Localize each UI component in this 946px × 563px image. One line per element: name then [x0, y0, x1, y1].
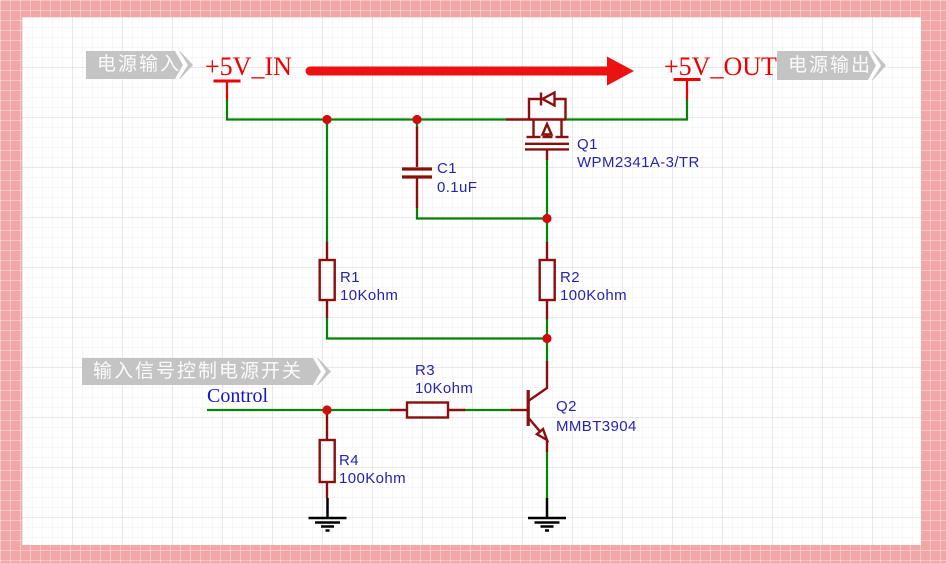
q2-emitter — [528, 417, 541, 433]
wire-vout-rail — [566, 100, 689, 121]
r1-resistor-symbol[interactable] — [318, 242, 336, 318]
r3-ref-label[interactable]: R3 — [415, 362, 435, 379]
callout-control-note-label: 输入信号控制电源开关 — [93, 361, 304, 382]
callout-power-input-label: 电源输入 — [97, 54, 182, 75]
r4-value-label[interactable]: 100Kohm — [339, 470, 407, 487]
gnd-symbol-r4[interactable] — [308, 498, 347, 532]
r1-ref-label[interactable]: R1 — [340, 269, 360, 286]
q1-ref-label[interactable]: Q1 — [577, 136, 598, 153]
c1-value-label[interactable]: 0.1uF — [437, 179, 478, 196]
q2-ref-label[interactable]: Q2 — [556, 398, 577, 415]
q1-body-diode — [539, 90, 556, 108]
r4-resistor-symbol[interactable] — [318, 411, 336, 498]
r3-resistor-symbol[interactable] — [390, 401, 465, 419]
callout-power-output[interactable]: 电源输出 — [777, 51, 886, 80]
callout-power-input[interactable]: 电源输入 — [86, 51, 193, 79]
power-flow-arrow-icon[interactable] — [305, 56, 634, 86]
schematic-sheet-grid — [22, 17, 921, 545]
r2-resistor-symbol[interactable] — [538, 242, 556, 319]
wire-vin-rail — [225, 100, 506, 121]
q2-collector — [528, 361, 549, 402]
r4-ref-label[interactable]: R4 — [339, 452, 359, 469]
vin-power-flag-icon[interactable] — [213, 79, 241, 101]
net-label-vout[interactable]: +5V_OUT — [664, 52, 777, 81]
q2-emitter-arrow — [534, 426, 550, 443]
callout-power-output-label: 电源输出 — [788, 55, 873, 76]
r2-ref-label[interactable]: R2 — [560, 269, 580, 286]
q2-value-label[interactable]: MMBT3904 — [556, 418, 637, 435]
net-label-control[interactable]: Control — [207, 385, 269, 407]
r3-value-label[interactable]: 10Kohm — [415, 380, 474, 397]
q1-substrate-arrow — [540, 120, 554, 136]
vout-power-flag-icon[interactable] — [673, 78, 701, 102]
gnd-symbol-q2[interactable] — [528, 498, 566, 532]
c1-ref-label[interactable]: C1 — [437, 160, 457, 177]
c1-capacitor-symbol[interactable] — [402, 127, 432, 208]
q1-pmosfet-symbol[interactable] — [506, 90, 569, 161]
r1-value-label[interactable]: 10Kohm — [340, 287, 399, 304]
q1-value-label[interactable]: WPM2341A-3/TR — [577, 154, 700, 171]
junction-dots — [322, 114, 552, 415]
q2-npn-symbol[interactable] — [511, 361, 550, 452]
r2-value-label[interactable]: 100Kohm — [560, 287, 628, 304]
wire-c1-bottom — [415, 207, 547, 220]
callout-control-note[interactable]: 输入信号控制电源开关 — [82, 358, 331, 385]
wire-r1-r2-bottom — [325, 317, 547, 340]
net-label-vin[interactable]: +5V_IN — [205, 52, 292, 81]
